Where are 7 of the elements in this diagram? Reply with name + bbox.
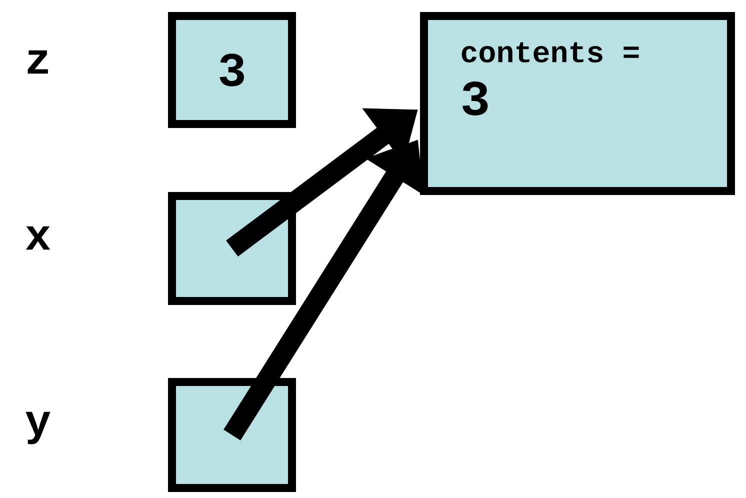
variable-name: y: [26, 412, 50, 444]
variable-name: z: [28, 50, 48, 74]
variable-box: [168, 378, 296, 492]
variable-box: [168, 192, 296, 305]
object-box: contents = 3: [420, 12, 735, 195]
variable-name: x: [26, 226, 50, 250]
value-box: 3: [168, 12, 296, 128]
